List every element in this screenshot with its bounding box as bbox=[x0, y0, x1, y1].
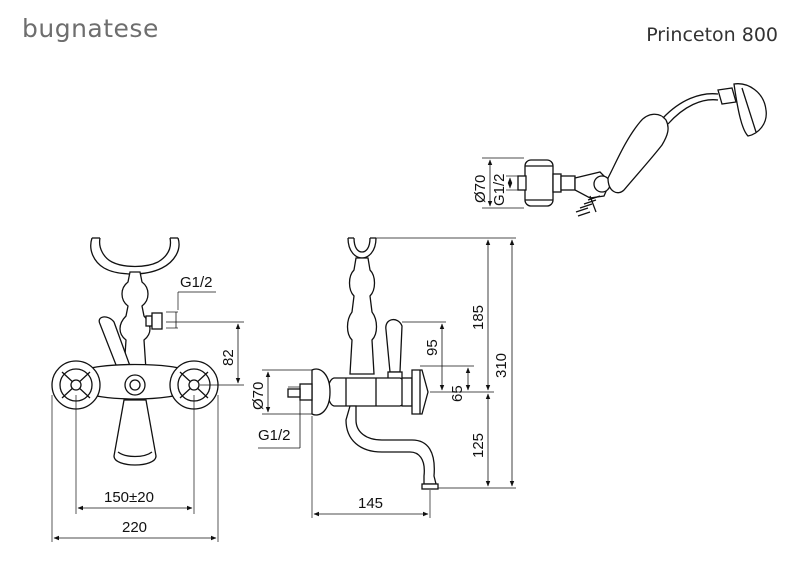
label-side-125: 125 bbox=[470, 433, 487, 458]
bracket-stub bbox=[517, 175, 527, 191]
handshower-handle bbox=[607, 113, 669, 194]
front-view: G1/2 82 150±20 220 bbox=[51, 237, 244, 542]
label-side-diameter: Ø70 bbox=[250, 382, 267, 410]
front-lever bbox=[98, 316, 131, 371]
label-front-height: 82 bbox=[220, 349, 237, 366]
label-side-95: 95 bbox=[424, 339, 441, 356]
label-handshower-diameter: Ø70 bbox=[472, 175, 489, 203]
side-lever bbox=[385, 319, 403, 373]
label-side-thread: G1/2 bbox=[258, 427, 291, 444]
side-view: Ø70 G1/2 95 65 185 125 310 145 bbox=[250, 237, 516, 518]
handshower-view: Ø70 G1/2 bbox=[472, 83, 767, 217]
label-side-185: 185 bbox=[470, 305, 487, 330]
label-side-145: 145 bbox=[358, 495, 383, 512]
side-cradle bbox=[347, 237, 377, 259]
handshower-head bbox=[733, 83, 767, 137]
label-front-thread: G1/2 bbox=[180, 274, 213, 291]
brand-logo: bugnatese bbox=[22, 14, 159, 43]
label-front-spacing: 150±20 bbox=[104, 489, 154, 506]
label-side-65: 65 bbox=[449, 385, 466, 402]
handshower-bracket bbox=[524, 159, 554, 207]
side-wall-flange bbox=[311, 368, 331, 416]
label-handshower-thread: G1/2 bbox=[491, 173, 508, 206]
side-spout bbox=[345, 405, 437, 485]
front-diverter bbox=[151, 312, 163, 330]
side-body bbox=[327, 377, 407, 407]
label-front-width: 220 bbox=[122, 519, 147, 536]
front-spout bbox=[113, 399, 157, 466]
side-column bbox=[346, 257, 378, 375]
label-side-310: 310 bbox=[493, 353, 510, 378]
model-name: Princeton 800 bbox=[646, 24, 778, 46]
